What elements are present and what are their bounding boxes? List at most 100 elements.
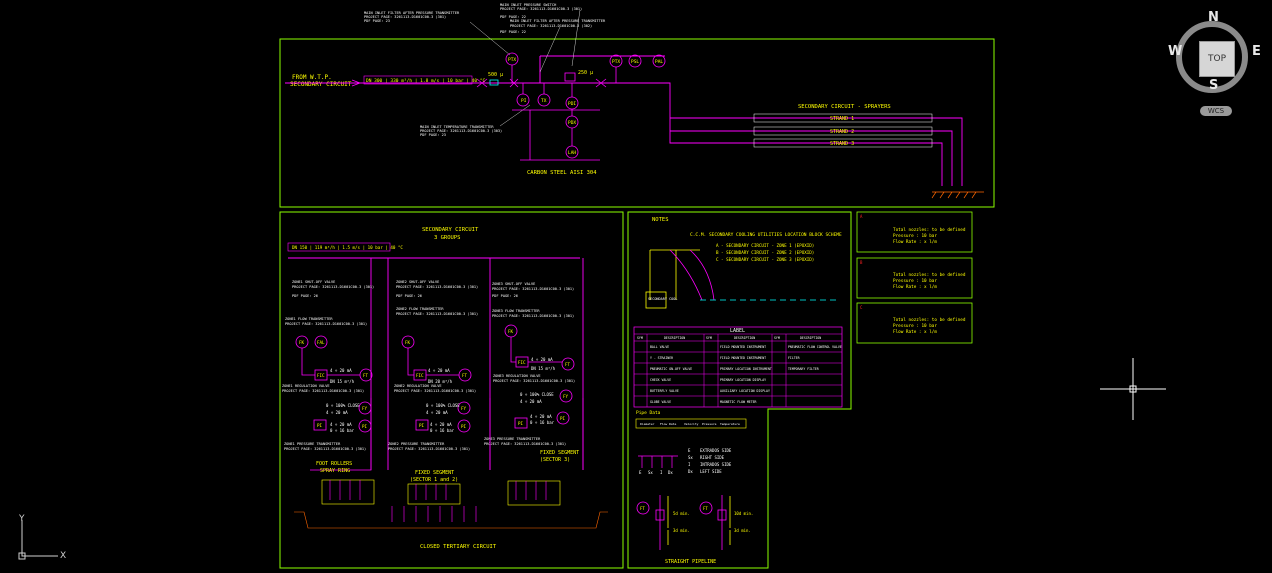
fal-1-label: FAL: [317, 340, 325, 345]
legend-r2-c2: FIELD MOUNTED INSTRUMENT: [720, 356, 766, 360]
ft-1-label: FT: [363, 373, 369, 378]
groups-flow-spec: DN 150 | 119 m³/h | 1.5 m/s | 10 bar | 4…: [292, 245, 403, 250]
groups-instruments: [295, 324, 584, 471]
pi-label: PI: [521, 98, 527, 104]
flowtx-3-proj: PROJECT PAGE: 3261113-D1601C00-3 (301): [492, 314, 574, 318]
fk-2-label: FK: [405, 340, 411, 345]
strand-3-label: STRAND 3: [830, 141, 854, 147]
pi-zone-3-label: PI: [518, 421, 524, 426]
dn-2: DN 20 m³/h: [428, 379, 453, 384]
pi-zone-3b-label: PI: [560, 416, 566, 421]
note-temp: MAIN INLET TEMPERATURE TRANSMITTER: [420, 125, 494, 129]
material-label: CARBON STEEL AISI 304: [527, 170, 597, 176]
zone-c-note: C - SECONDARY CIRCUIT - ZONE 3 (EPOXID): [716, 257, 814, 262]
ptx-zone-3: ZONE3 PRESSURE TRANSMITTER: [484, 437, 541, 441]
spray-ring-label: SPRAY RING: [320, 468, 350, 474]
nozzle-side-labels: E Sx I Dx E EXTRADOS SIDE Sx RIGHT SIDE …: [639, 448, 732, 475]
pdi-label: PDI: [568, 101, 576, 107]
pipe-data-label: Pipe Data: [636, 410, 661, 416]
nozzle-i: I: [660, 470, 663, 475]
compass-east[interactable]: E: [1252, 44, 1261, 59]
dim-3d-left: 3d min.: [673, 528, 690, 533]
note-switch: MAIN INLET PRESSURE SWITCH: [500, 3, 556, 7]
ft-2-label: FT: [462, 373, 468, 378]
compass-north[interactable]: N: [1208, 10, 1219, 25]
legend-grid: [634, 333, 842, 407]
pipe-data-box: [635, 418, 747, 429]
from-secondary-label: SECONDARY CIRCUIT: [290, 81, 352, 88]
straight-pipe-diagram: [636, 495, 731, 550]
zone-b-line2: Pressure : 10 bar: [893, 278, 937, 284]
fy-1-label: FY: [362, 406, 368, 411]
pipe-h-temperature: Temperature: [720, 422, 740, 426]
reg-2-proj: PROJECT PAGE: 3261113-D1601C00-3 (301): [394, 389, 476, 393]
legend-r5-c1: BUTTERFLY VALVE: [650, 389, 679, 393]
closed-circuit-label: CLOSED TERTIARY CIRCUIT: [420, 544, 497, 550]
bar-3: 0 ÷ 16 bar: [530, 420, 555, 425]
fixed-seg-1-label: FIXED SEGMENT: [415, 470, 454, 476]
groups-panel: SECONDARY CIRCUIT 3 GROUPS DN 150 | 119 …: [279, 211, 624, 569]
ma-1b: 4 ÷ 20 mA: [326, 410, 348, 415]
legend-h-desc-3: DESCRIPTION: [800, 336, 821, 340]
side-sx-desc: RIGHT SIDE: [700, 455, 725, 460]
pi-zone-2b-label: PI: [461, 424, 467, 429]
dim-3d-right: 3d min.: [734, 528, 751, 533]
side-i-desc: INTRADOS SIDE: [700, 462, 732, 467]
pi-zone-1-label: PI: [317, 423, 323, 428]
groups-flow-box: [287, 242, 391, 252]
zone-a-line3: Flow Rate : x l/m: [893, 239, 937, 245]
groups-instrument-labels: FK FAL FK FK FIC FIC FIC FT FT FT FY FY …: [299, 329, 571, 429]
fixed-seg-3b-label: (SECTOR 3): [540, 457, 570, 463]
top-leaders: [469, 9, 581, 127]
legend-title: LABEL: [730, 328, 745, 334]
filter-500-label: 500 µ: [488, 72, 503, 78]
ma-3c: 4 ÷ 20 mA: [530, 414, 552, 419]
zone-b-note: B - SECONDARY CIRCUIT - ZONE 2 (EPOXID): [716, 250, 814, 255]
zone-c-line3: Flow Rate : x l/m: [893, 329, 937, 335]
ma-1c: 4 ÷ 20 mA: [330, 422, 352, 427]
zone-a-line1: Total nozzles: to be defined: [893, 227, 966, 233]
ma-2c: 4 ÷ 20 mA: [430, 422, 452, 427]
filter-250-label: 250 µ: [578, 70, 593, 76]
dim-5d: 5d min.: [673, 511, 690, 516]
zone-box-c: [856, 302, 973, 344]
top-notes: MAIN INLET FILTER AFTER PRESSURE TRANSMI…: [364, 3, 606, 137]
ma-2: 4 ÷ 20 mA: [428, 368, 450, 373]
zone-a-tag: A: [860, 214, 863, 219]
ucs-y-label: Y: [18, 514, 25, 524]
compass-west[interactable]: W: [1168, 44, 1183, 59]
notes-panel: NOTES C.C.M. SECONDARY COOLING UTILITIES…: [627, 211, 852, 569]
wcs-menu-button[interactable]: WCS: [1200, 106, 1232, 116]
flowtx-1-proj: PROJECT PAGE: 3261113-D1601C00-3 (301): [285, 322, 367, 326]
compass-ring[interactable]: [1176, 21, 1248, 93]
ft-right-label: FT: [703, 506, 708, 511]
fk-3-label: FK: [508, 329, 514, 334]
crosshair-cursor: [1100, 358, 1166, 420]
note-pressure-tx-3: PDF PAGE: 23: [364, 19, 390, 23]
dn-1: DN 15 m³/h: [330, 379, 355, 384]
notes-panel-border: [627, 211, 852, 569]
zone-b-line3: Flow Rate : x l/m: [893, 284, 937, 290]
zone-b-tag: B: [860, 260, 863, 265]
reg-3: ZONE3 REGULATION VALVE: [493, 374, 541, 378]
compass-south[interactable]: S: [1209, 78, 1219, 93]
zone-a-note: A - SECONDARY CIRCUIT - ZONE 1 (EPOXID): [716, 243, 814, 248]
legend-h-sym-3: SYM: [774, 336, 780, 340]
ma-1: 4 ÷ 20 mA: [330, 368, 352, 373]
legend-r6-c1: GLOBE VALVE: [650, 400, 671, 404]
zone-box-a: [856, 211, 973, 253]
ptx-zone-1-proj: PROJECT PAGE: 3261113-D1601C00-3 (301): [284, 447, 366, 451]
pi-zone-1b-label: PI: [362, 424, 368, 429]
flowtx-2-proj: PROJECT PAGE: 3261113-D1601C00-3 (301): [396, 312, 478, 316]
shutoff-2-proj: PROJECT PAGE: 3261113-D1601C00-3 (301): [396, 285, 478, 289]
fk-1-label: FK: [299, 340, 305, 345]
psl-label: PSL: [631, 59, 639, 65]
straight-pipeline-label: STRAIGHT PIPELINE: [665, 559, 716, 565]
strand-1-label: STRAND 1: [830, 116, 854, 122]
viewcube[interactable]: N S W E TOP WCS: [1168, 10, 1264, 130]
pipe-h-diameter: Diameter: [640, 422, 655, 426]
ptx-zone-2-proj: PROJECT PAGE: 3261113-D1601C00-3 (301): [388, 447, 470, 451]
viewcube-top-face[interactable]: TOP: [1199, 41, 1235, 77]
scheme-title: C.C.M. SECONDARY COOLING UTILITIES LOCAT…: [690, 232, 842, 238]
